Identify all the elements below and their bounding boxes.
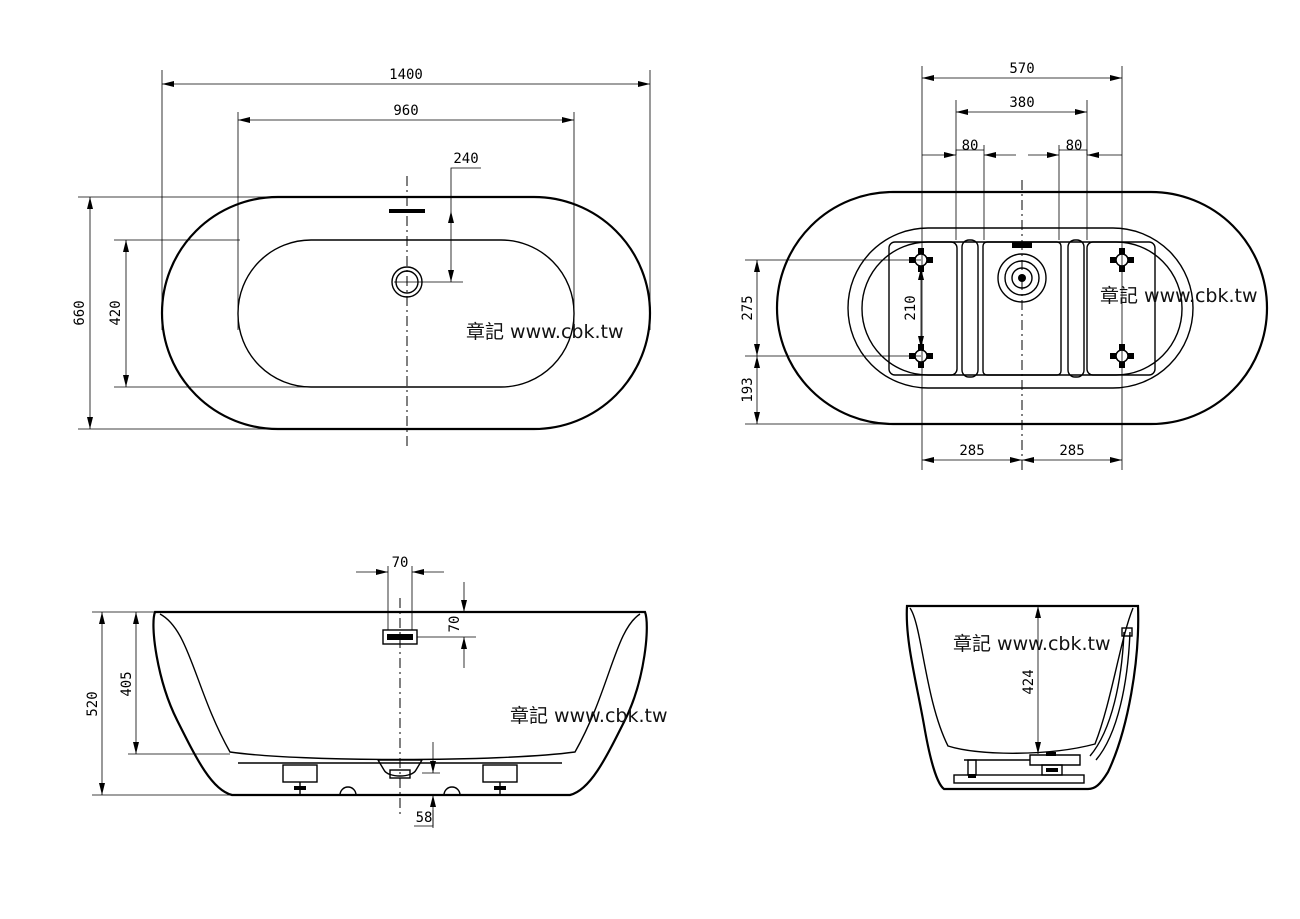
dim-58: 58: [416, 810, 433, 826]
dim-193: 193: [740, 377, 756, 402]
dim-70-height: 70: [447, 616, 463, 633]
dim-520: 520: [85, 691, 101, 716]
side-overflow-pipe: [1089, 631, 1125, 757]
front-view: 70 70 520 405 58 章記 www.cbk.tw: [85, 555, 668, 828]
dim-70-width: 70: [392, 555, 409, 571]
side-drain: [1029, 754, 1081, 766]
dim-80-left: 80: [962, 138, 979, 154]
top-inner-basin: [237, 239, 575, 388]
side-view: 424 章記 www.cbk.tw: [905, 604, 1140, 791]
watermark-top: 章記 www.cbk.tw: [466, 321, 624, 343]
dim-960: 960: [393, 103, 418, 119]
dim-660: 660: [72, 300, 88, 325]
dim-275: 275: [740, 295, 756, 320]
dim-570: 570: [1009, 61, 1034, 77]
side-base-plate: [953, 774, 1085, 784]
front-outer-shell: [152, 610, 648, 797]
top-view: 1400 960 240 660 420 章記 www.cbk.tw: [72, 67, 652, 446]
bottom-base-outer: [847, 227, 1194, 389]
dim-80-right: 80: [1066, 138, 1083, 154]
top-outer-rim: [160, 195, 652, 431]
dim-1400: 1400: [389, 67, 423, 83]
side-inner-basin: [909, 607, 1134, 754]
dim-405: 405: [119, 671, 135, 696]
dim-420: 420: [108, 300, 124, 325]
dim-424: 424: [1021, 669, 1037, 694]
dim-285-left: 285: [959, 443, 984, 459]
dim-380: 380: [1009, 95, 1034, 111]
dim-210: 210: [903, 295, 919, 320]
watermark-front: 章記 www.cbk.tw: [510, 705, 668, 727]
front-drain: [376, 759, 424, 777]
bottom-view: 570 380 80 80 285 285 275 193 210 章記 www…: [740, 61, 1269, 470]
watermark-side: 章記 www.cbk.tw: [953, 633, 1111, 655]
watermark-bottom: 章記 www.cbk.tw: [1100, 285, 1258, 307]
dim-240: 240: [453, 151, 478, 167]
drain-symbol: [391, 266, 463, 298]
side-outer-shell: [905, 604, 1140, 791]
overflow-slot: [389, 209, 425, 213]
dim-285-right: 285: [1059, 443, 1084, 459]
